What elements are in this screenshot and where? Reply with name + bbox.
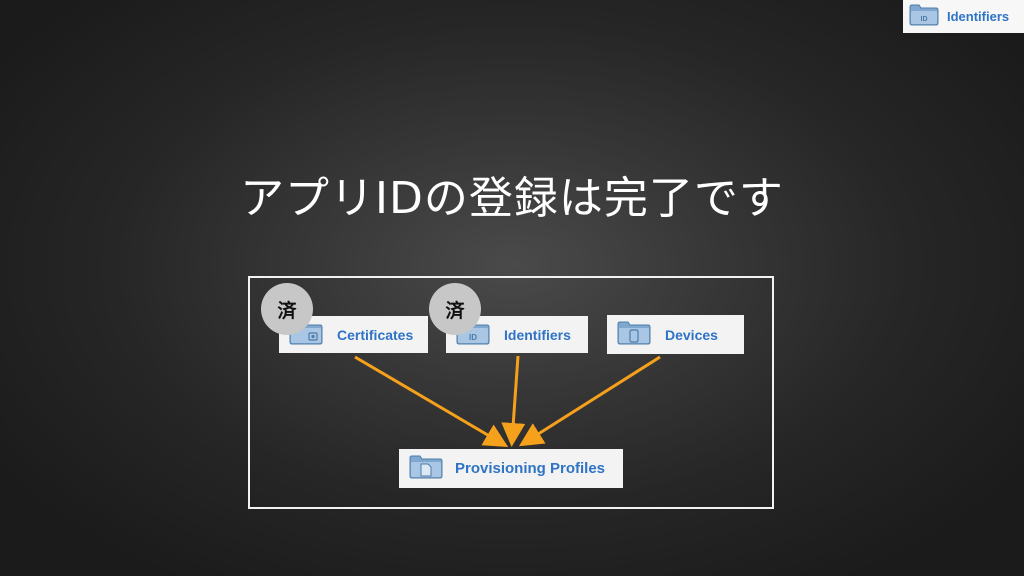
svg-text:ID: ID	[469, 333, 477, 342]
document-folder-icon	[409, 455, 443, 483]
devices-label: Devices	[665, 326, 718, 343]
certificates-label: Certificates	[337, 326, 414, 343]
arrow-devices-to-profiles	[518, 355, 661, 447]
provisioning-profiles-node: Provisioning Profiles	[399, 449, 623, 488]
devices-node: Devices	[607, 315, 744, 354]
slide-title: アプリIDの登録は完了です	[240, 173, 784, 224]
identifiers-label: Identifiers	[504, 326, 571, 343]
folder-icon: ID	[909, 4, 939, 30]
device-folder-icon	[617, 321, 651, 349]
diagram-frame	[248, 276, 774, 509]
arrow-certificates-to-profiles	[354, 355, 509, 448]
arrow-identifiers-to-profiles	[501, 355, 526, 447]
svg-text:ID: ID	[921, 16, 928, 23]
certificates-done-badge: 済	[261, 283, 313, 335]
corner-badge-label: Identifiers	[947, 9, 1010, 24]
provisioning-profiles-label: Provisioning Profiles	[455, 460, 606, 477]
identifiers-done-badge: 済	[429, 283, 481, 335]
identifiers-corner-badge: ID Identifiers	[903, 0, 1024, 33]
identifiers-node: ID Identifiers	[446, 316, 588, 353]
certificate-folder-icon	[289, 321, 323, 349]
